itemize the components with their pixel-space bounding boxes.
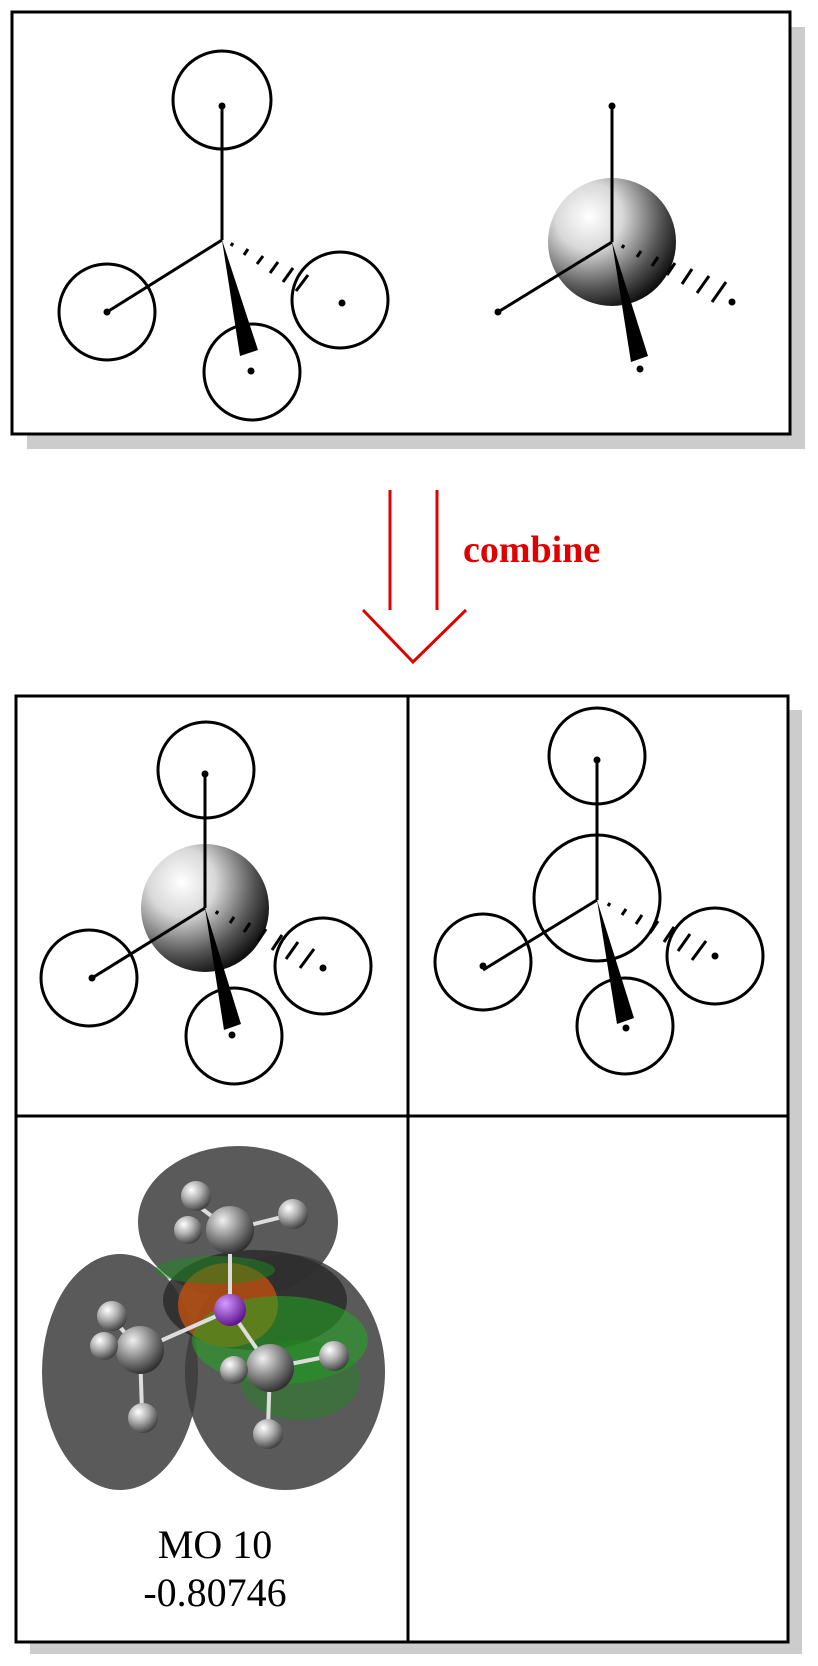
carbon-atom-right xyxy=(246,1344,294,1392)
orbital-circle-left xyxy=(57,262,157,362)
cell2-wedge-bond xyxy=(597,900,634,1024)
cell1-bond-left xyxy=(91,906,206,980)
hydrogen-atom-5 xyxy=(90,1332,118,1360)
hashed-bond-right xyxy=(620,244,728,303)
dot-top-right xyxy=(608,102,616,110)
wedge-bond xyxy=(222,240,258,356)
ligand-tetrahedron xyxy=(57,49,390,422)
mo-name-label: MO 10 xyxy=(158,1522,272,1567)
cell2-central-orbital xyxy=(532,833,662,963)
carbon-atom-left xyxy=(116,1326,164,1374)
cell-combined-sphere xyxy=(39,720,373,1086)
dot-right xyxy=(338,299,346,307)
bottom-panel-frame xyxy=(14,694,790,1644)
hydrogen-atom-6 xyxy=(128,1403,158,1433)
orbital-circle-bottom xyxy=(202,322,302,422)
cell1-dot-left xyxy=(88,974,96,982)
cell2-dot-bottom xyxy=(622,1024,630,1032)
wedge-bond-right xyxy=(612,242,648,362)
cell-mo-rendering: MO 10 -0.80746 xyxy=(42,1146,385,1615)
cell1-orbital-right xyxy=(273,916,373,1016)
combine-label: combine xyxy=(463,529,600,571)
dot-hash-right xyxy=(728,298,736,306)
dot-left xyxy=(103,308,111,316)
cell2-orbital-bottom xyxy=(575,976,675,1076)
mo-atoms xyxy=(90,1181,349,1449)
cell1-orbital-bottom xyxy=(184,986,284,1086)
dot-top xyxy=(218,102,226,110)
cell2-bond-left xyxy=(482,898,598,972)
cell1-orbital-left xyxy=(39,928,139,1028)
cell-outlined-orbital xyxy=(433,706,765,1076)
bond-left xyxy=(106,238,223,314)
orbital-circle-top xyxy=(171,49,273,151)
dot-bottom-right xyxy=(636,365,644,373)
hydrogen-atom-8 xyxy=(220,1356,248,1384)
arrow-head xyxy=(361,608,468,665)
orbital-circle-right xyxy=(290,250,390,350)
cell2-dot-top xyxy=(593,756,601,764)
cell2-orbital-top xyxy=(547,706,647,806)
mo-energy-label: -0.80746 xyxy=(143,1570,286,1615)
central-atom-group xyxy=(494,102,736,373)
hydrogen-atom-7 xyxy=(319,1341,349,1371)
hashed-bond xyxy=(229,242,310,292)
dot-left-right xyxy=(494,308,502,316)
cell1-wedge-bond xyxy=(205,908,241,1030)
phase-green-3 xyxy=(155,1256,275,1284)
cell1-dot-right xyxy=(319,964,327,972)
cell1-dot-top xyxy=(201,770,209,778)
bond-left-right xyxy=(497,240,613,314)
central-atom xyxy=(214,1294,246,1326)
hydrogen-atom-2 xyxy=(181,1181,211,1211)
hydrogen-atom-9 xyxy=(253,1419,283,1449)
carbon-atom-top xyxy=(206,1206,254,1254)
dot-bottom xyxy=(247,367,255,375)
hydrogen-atom-1 xyxy=(278,1199,308,1229)
cell1-dot-bottom xyxy=(228,1031,236,1039)
cell1-hashed-bond xyxy=(214,910,316,969)
cell2-dot-left xyxy=(479,962,487,970)
hydrogen-atom-4 xyxy=(97,1301,127,1331)
lobe-left xyxy=(42,1254,198,1490)
cell1-orbital-top xyxy=(156,720,256,820)
cell2-orbital-left xyxy=(433,912,533,1012)
top-panel xyxy=(10,10,805,449)
cell2-orbital-right xyxy=(665,906,765,1006)
cell2-dot-right xyxy=(711,952,719,960)
bottom-panel: MO 10 -0.80746 xyxy=(14,694,802,1654)
hydrogen-atom-3 xyxy=(174,1216,202,1244)
combine-arrow: combine xyxy=(361,490,600,665)
top-panel-frame xyxy=(10,10,792,436)
